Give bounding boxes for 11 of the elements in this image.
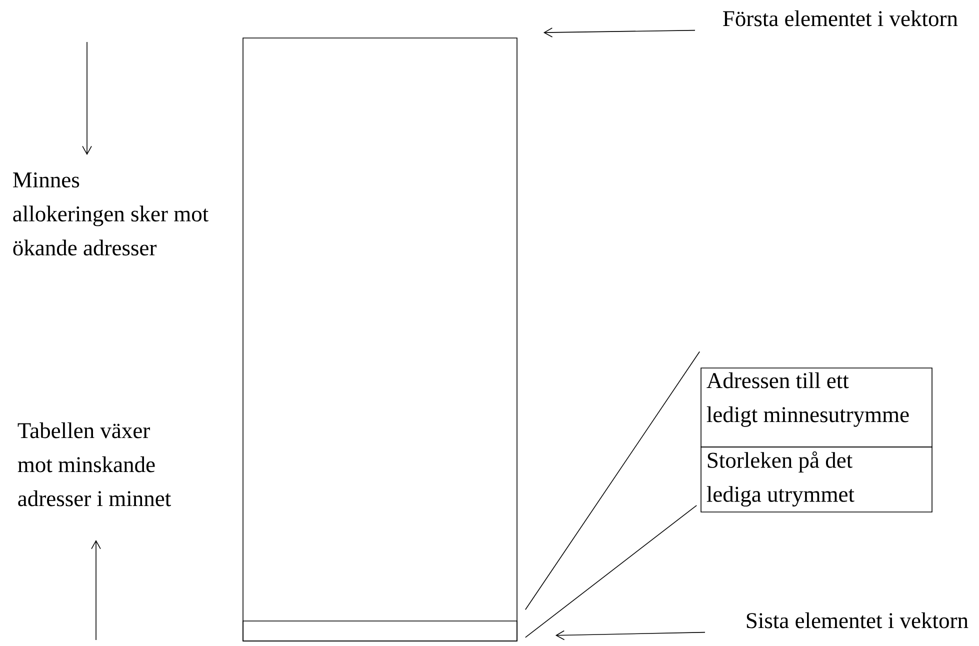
caption-text: Första elementet i vektorn [723, 10, 958, 26]
caption-text: Sista elementet i vektorn [746, 612, 968, 628]
note-text: Tabellen växer mot minskande adresser i minnet [18, 422, 171, 506]
zoom-line [525, 505, 697, 638]
table-cell: Adressen till ett ledigt minnesutrymme [700, 368, 932, 448]
note-text: Minnes allokeringen sker mot ökande adresser [13, 172, 208, 256]
arrow [543, 28, 696, 38]
table-cell: Storleken på det lediga utrymmet [700, 446, 932, 512]
vector-cell [242, 620, 518, 642]
arrow [555, 630, 706, 640]
zoom-line [525, 351, 700, 610]
